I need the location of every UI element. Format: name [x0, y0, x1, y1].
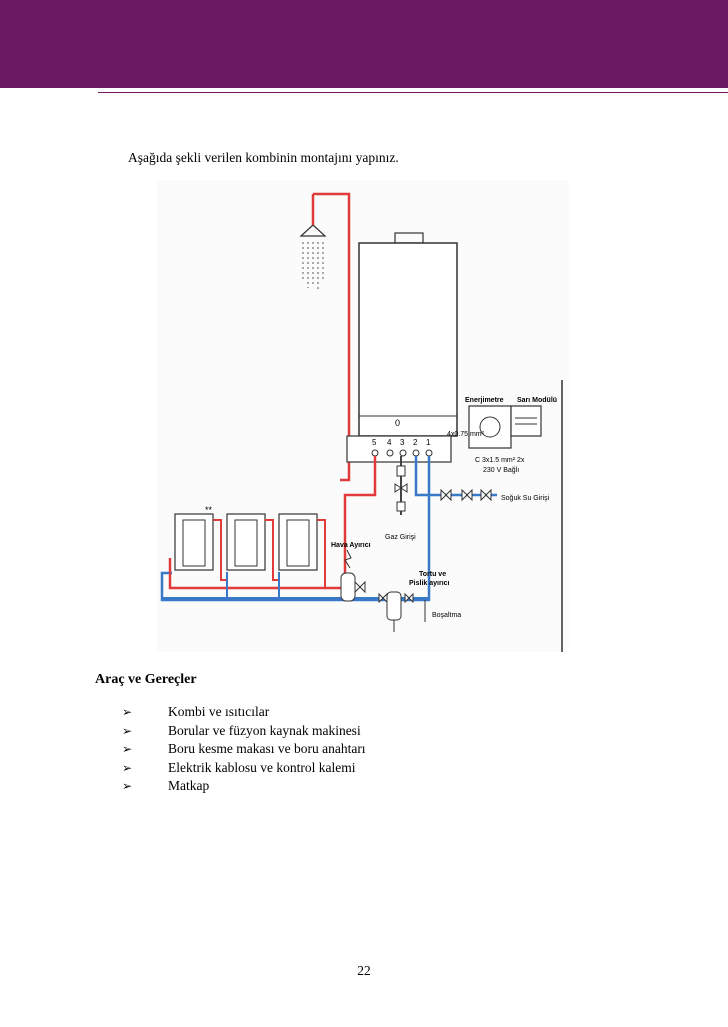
connection-number-5: 5: [372, 438, 377, 447]
header-band: [0, 0, 728, 88]
arrow-bullet-icon: ➢: [122, 779, 133, 793]
radiator-3: [278, 513, 318, 571]
connection-number-4: 4: [387, 438, 392, 447]
tool-item-label: Kombi ve ısıtıcılar: [168, 704, 270, 719]
tool-item-label: Matkap: [168, 778, 210, 793]
gas-inlet-label: Gaz Girişi: [385, 534, 416, 541]
radiator-1: [174, 513, 214, 571]
connection-number-3: 3: [400, 438, 405, 447]
arrow-bullet-icon: ➢: [122, 705, 133, 719]
arrow-bullet-icon: ➢: [122, 723, 133, 738]
tool-item-label: Elektrik kablosu ve kontrol kalemi: [168, 759, 356, 775]
boiler-unit: 0: [346, 232, 458, 463]
radiator-2: [226, 513, 266, 571]
cold-water-valves: [440, 488, 492, 502]
intro-text: Aşağıda şekli verilen kombinin montajını…: [128, 150, 399, 165]
list-item: ➢ Boru kesme makası ve boru anahtarı: [122, 740, 366, 759]
boiler-display: 0: [395, 418, 400, 428]
cold-water-label: Soğuk Su Girişi: [501, 495, 550, 502]
list-item: ➢ Matkap: [122, 777, 366, 796]
gas-valve: [394, 456, 408, 515]
arrow-bullet-icon: ➢: [122, 742, 133, 756]
list-item: ➢ Kombi ve ısıtıcılar: [122, 703, 366, 722]
arrow-bullet-icon: ➢: [122, 760, 133, 775]
dirt-separator: [378, 591, 414, 632]
connection-number-2: 2: [413, 438, 418, 447]
fuse-module: [510, 405, 542, 437]
cable-power-label-1: C 3x1.5 mm² 2x: [475, 457, 525, 464]
drain-label: Boşaltma: [432, 612, 461, 619]
tool-item-label: Boru kesme makası ve boru anahtarı: [168, 741, 366, 756]
shower-icon: [299, 194, 327, 290]
connection-number-1: 1: [426, 438, 431, 447]
page-number: 22: [357, 963, 371, 978]
fuse-module-label: Sarı Modülü: [517, 397, 557, 404]
list-item: ➢ Borular ve füzyon kaynak makinesi: [122, 722, 366, 741]
dirt-separator-label-2: Pislik ayırıcı: [409, 580, 450, 587]
section-heading: Araç ve Gereçler: [95, 672, 197, 687]
radiator-marker: **: [205, 505, 213, 515]
installation-diagram: 0 5 4 3 2 1 Enerjimetre Sarı Modülü 4x0.…: [157, 180, 569, 652]
cable-power-label-2: 230 V Bağlı: [483, 467, 519, 474]
air-separator: [340, 549, 366, 602]
dirt-separator-label-1: Tortu ve: [419, 571, 446, 578]
tool-item-label: Borular ve füzyon kaynak makinesi: [168, 722, 361, 738]
list-item: ➢ Elektrik kablosu ve kontrol kalemi: [122, 759, 366, 778]
energy-meter-label: Enerjimetre: [465, 397, 504, 404]
energy-meter: [468, 405, 512, 449]
air-separator-label: Hava Ayırıcı: [331, 542, 371, 549]
cable-main-label: 4x0.75 mm²: [447, 431, 485, 438]
header-rule: [98, 92, 728, 93]
tool-list: ➢ Kombi ve ısıtıcılar ➢ Borular ve füzyon …: [122, 703, 366, 796]
